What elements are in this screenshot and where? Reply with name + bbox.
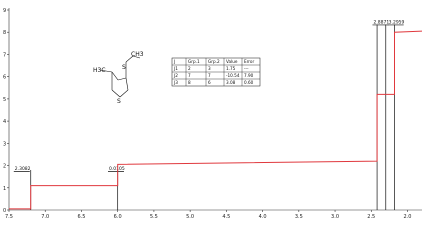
nmr-chart: 0 1 2 3 4 5 6 7 8 9 7.5 7.0 6.5 6.0 5.5 5.0 4.5 4.0 3.5 3.… [3, 8, 423, 220]
table-cell: 7.90 [244, 73, 254, 78]
y-axis-ticks: 0 1 2 3 4 5 6 7 8 9 [3, 8, 9, 214]
structure-label-s-top: S [122, 64, 126, 71]
y-tick-label: 9 [3, 8, 6, 14]
table-cell: 7 [208, 73, 211, 78]
y-tick-label: 5 [3, 97, 6, 103]
table-cell: J3 [173, 80, 178, 85]
y-tick-label: 2 [3, 164, 6, 170]
bond-line [125, 77, 129, 91]
integral-label: 3.2959 [389, 19, 405, 25]
x-tick-label: 3.5 [295, 214, 303, 220]
x-tick-label: 7.5 [5, 214, 13, 220]
table-cell: J2 [173, 73, 178, 78]
x-tick-label: 4.0 [259, 214, 267, 220]
structure-label-ch3-left: H3C [93, 67, 106, 74]
y-tick-label: 3 [3, 141, 6, 147]
x-tick-label: 2.0 [404, 214, 412, 220]
y-tick-label: 8 [3, 30, 6, 36]
table-cell: --- [244, 66, 249, 71]
table-header-cell: Grp.1 [188, 59, 200, 64]
y-tick-label: 1 [3, 186, 6, 192]
structure-label-s-ring: S [117, 98, 121, 105]
integral-label: 2.3082 [15, 166, 31, 172]
molecule-structure: H3C S CH3 S [93, 51, 144, 105]
integral-trace-line [9, 30, 423, 210]
table-cell: 8 [188, 80, 191, 85]
table-cell: 2 [188, 66, 191, 71]
x-tick-label: 7.0 [41, 214, 49, 220]
table-header-cell: J [173, 59, 175, 64]
integral-label: 0.0105 [109, 166, 125, 172]
x-axis-ticks: 7.5 7.0 6.5 6.0 5.5 5.0 4.5 4.0 3.5 3.0 2.5 2.0 [5, 210, 411, 220]
x-tick-label: 2.5 [367, 214, 375, 220]
y-tick-label: 0 [3, 208, 6, 214]
table-cell: 7 [188, 73, 191, 78]
bond-line [99, 69, 113, 73]
table-cell: 0.60 [244, 80, 254, 85]
table-cell: J1 [173, 66, 178, 71]
table-cell: 6 [208, 80, 211, 85]
bond-line [125, 55, 134, 63]
bond-line [111, 71, 119, 81]
table-header-cell: Grp.2 [208, 59, 220, 64]
y-tick-label: 6 [3, 75, 6, 81]
table-header-cell: Value [226, 59, 238, 64]
bond-line [117, 77, 127, 81]
bond-line [119, 89, 129, 98]
x-tick-label: 6.0 [114, 214, 122, 220]
table-cell: 3.08 [226, 80, 236, 85]
x-tick-label: 5.0 [186, 214, 194, 220]
table-header-cell: Error [244, 59, 254, 64]
bond-line [111, 89, 121, 98]
y-tick-label: 7 [3, 52, 6, 58]
integral-markers [30, 24, 395, 210]
table-cell: 3 [208, 66, 211, 71]
x-tick-label: 4.5 [222, 214, 230, 220]
x-tick-label: 3.0 [331, 214, 339, 220]
table-cell: 1.75 [226, 66, 236, 71]
x-tick-label: 6.5 [77, 214, 85, 220]
x-tick-label: 5.5 [150, 214, 158, 220]
structure-label-ch3-top: CH3 [131, 51, 144, 58]
y-tick-label: 4 [3, 119, 6, 125]
table-cell: -10.54 [226, 73, 240, 78]
bond-line [132, 55, 141, 59]
integral-label: 2.8871 [373, 19, 389, 25]
